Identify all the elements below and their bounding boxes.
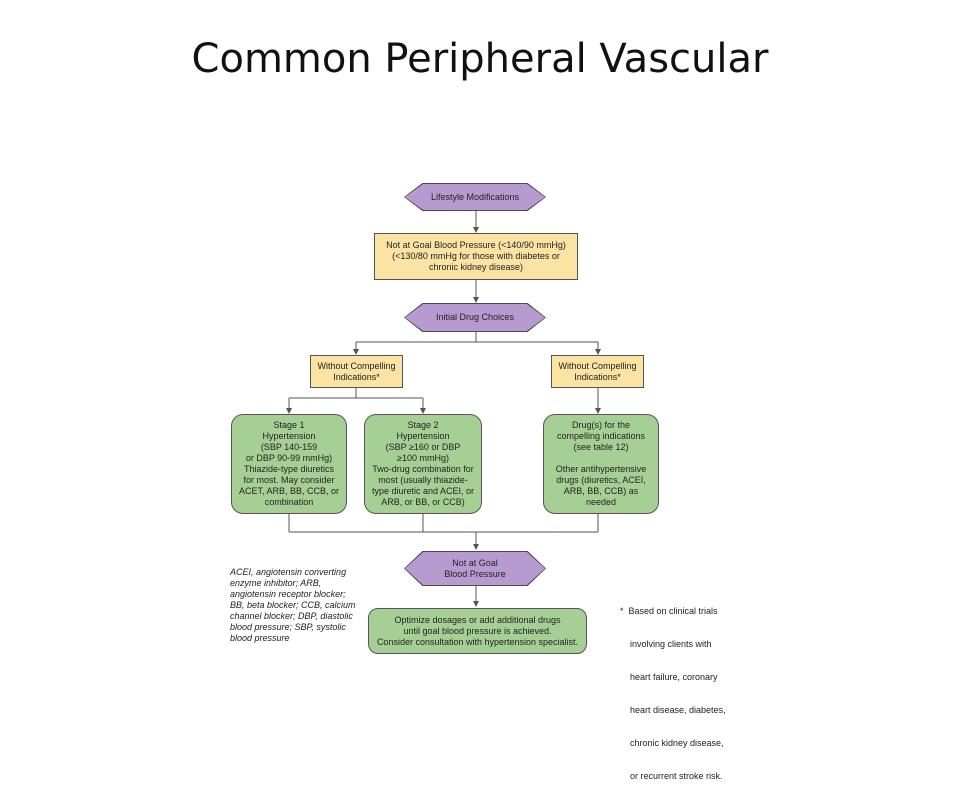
- optimize-line-1: Optimize dosages or add additional drugs: [394, 614, 561, 625]
- not-at-goal2-line-2: Blood Pressure: [444, 568, 506, 579]
- initial-drug-choices-node: Initial Drug Choices: [405, 304, 545, 331]
- stage1-line-3: (SBP 140-159: [260, 442, 318, 452]
- stage1-line-2: Hypertension: [262, 431, 316, 441]
- stage1-hypertension-node: Stage 1 Hypertension (SBP 140-159 or DBP…: [231, 414, 347, 514]
- footnote-line-3: heart failure, coronary: [620, 672, 718, 682]
- footnote-line-2: involving clients with: [620, 639, 712, 649]
- abbrev-line-2: enzyme inhibitor; ARB,: [230, 578, 322, 588]
- abbrev-line-1: ACEI, angiotensin converting: [230, 567, 347, 577]
- stage2-line-8: ARB, or BB, or CCB): [381, 497, 465, 507]
- not-at-goal-bp-node: Not at Goal Blood Pressure (<140/90 mmHg…: [374, 233, 578, 280]
- drugs-line-3: (see table 12): [573, 442, 629, 452]
- footnote-compelling: * Based on clinical trials involving cli…: [620, 584, 750, 793]
- compelling-drugs-node: Drug(s) for the compelling indications (…: [543, 414, 659, 514]
- connector-lines: [286, 210, 601, 607]
- not-at-goal2-line-1: Not at Goal: [452, 557, 498, 568]
- abbrev-line-4: BB, beta blocker; CCB, calcium: [230, 600, 356, 610]
- stage2-line-7: type diuretic and ACEI, or: [371, 486, 475, 496]
- without-left-line-2: Indications*: [333, 371, 380, 382]
- stage2-line-5: Two-drug combination for: [372, 464, 474, 474]
- not-at-goal-line-2: (<130/80 mmHg for those with diabetes or: [392, 251, 560, 261]
- stage2-line-4: ≥100 mmHg): [397, 453, 449, 463]
- drugs-line-5: Other antihypertensive: [555, 464, 647, 474]
- abbrev-line-5: channel blocker; DBP, diastolic: [230, 611, 353, 621]
- without-compelling-right-node: Without Compelling Indications*: [551, 355, 644, 388]
- stage2-hypertension-node: Stage 2 Hypertension (SBP ≥160 or DBP ≥1…: [364, 414, 482, 514]
- footnote-line-6: or recurrent stroke risk.: [620, 771, 723, 781]
- drugs-line-7: ARB, BB, CCB) as needed: [563, 486, 639, 507]
- without-compelling-left-node: Without Compelling Indications*: [310, 355, 403, 388]
- without-right-line-2: Indications*: [574, 371, 621, 382]
- slide-title: Common Peripheral Vascular: [191, 36, 769, 82]
- lifestyle-modifications-node: Lifestyle Modifications: [405, 184, 545, 210]
- stage2-line-1: Stage 2: [407, 420, 439, 430]
- footnote-line-4: heart disease, diabetes,: [620, 705, 726, 715]
- optimize-line-3: Consider consultation with hypertension …: [376, 636, 579, 647]
- drugs-line-6: drugs (diuretics, ACEI,: [556, 475, 646, 485]
- not-at-goal-line-3: chronic kidney disease): [428, 262, 524, 272]
- footnote-line-5: chronic kidney disease,: [620, 738, 724, 748]
- stage1-line-6: for most. May consider: [243, 475, 335, 485]
- stage2-line-3: (SBP ≥160 or DBP: [385, 442, 461, 452]
- without-right-line-1: Without Compelling: [558, 360, 637, 371]
- abbreviations-note: ACEI, angiotensin converting enzyme inhi…: [230, 567, 370, 644]
- lifestyle-label: Lifestyle Modifications: [430, 191, 520, 202]
- stage1-line-7: ACET, ARB, BB, CCB, or: [238, 486, 340, 496]
- footnote-line-1: * Based on clinical trials: [620, 606, 718, 616]
- initial-drug-label: Initial Drug Choices: [435, 312, 515, 322]
- stage1-line-1: Stage 1: [273, 420, 305, 430]
- optimize-line-2: until goal blood pressure is achieved.: [403, 625, 552, 636]
- optimize-dosages-node: Optimize dosages or add additional drugs…: [368, 608, 587, 654]
- stage2-line-2: Hypertension: [396, 431, 450, 441]
- abbrev-line-6: blood pressure; SBP, systolic: [230, 622, 346, 632]
- drugs-line-1: Drug(s) for the: [571, 420, 631, 430]
- stage2-line-6: most (usually thiazide-: [378, 475, 468, 485]
- abbrev-line-7: blood pressure: [230, 633, 290, 643]
- not-at-goal-bp-hexagon-node: Not at Goal Blood Pressure: [405, 552, 545, 585]
- not-at-goal-line-1: Not at Goal Blood Pressure (<140/90 mmHg…: [386, 240, 566, 250]
- abbrev-line-3: angiotensin receptor blocker;: [230, 589, 346, 599]
- stage1-line-5: Thiazide-type diuretics: [243, 464, 335, 474]
- without-left-line-1: Without Compelling: [317, 360, 396, 371]
- stage1-line-4: or DBP 90-99 mmHg): [245, 453, 333, 463]
- drugs-line-2: compelling indications: [556, 431, 646, 441]
- stage1-line-8: combination: [264, 497, 314, 507]
